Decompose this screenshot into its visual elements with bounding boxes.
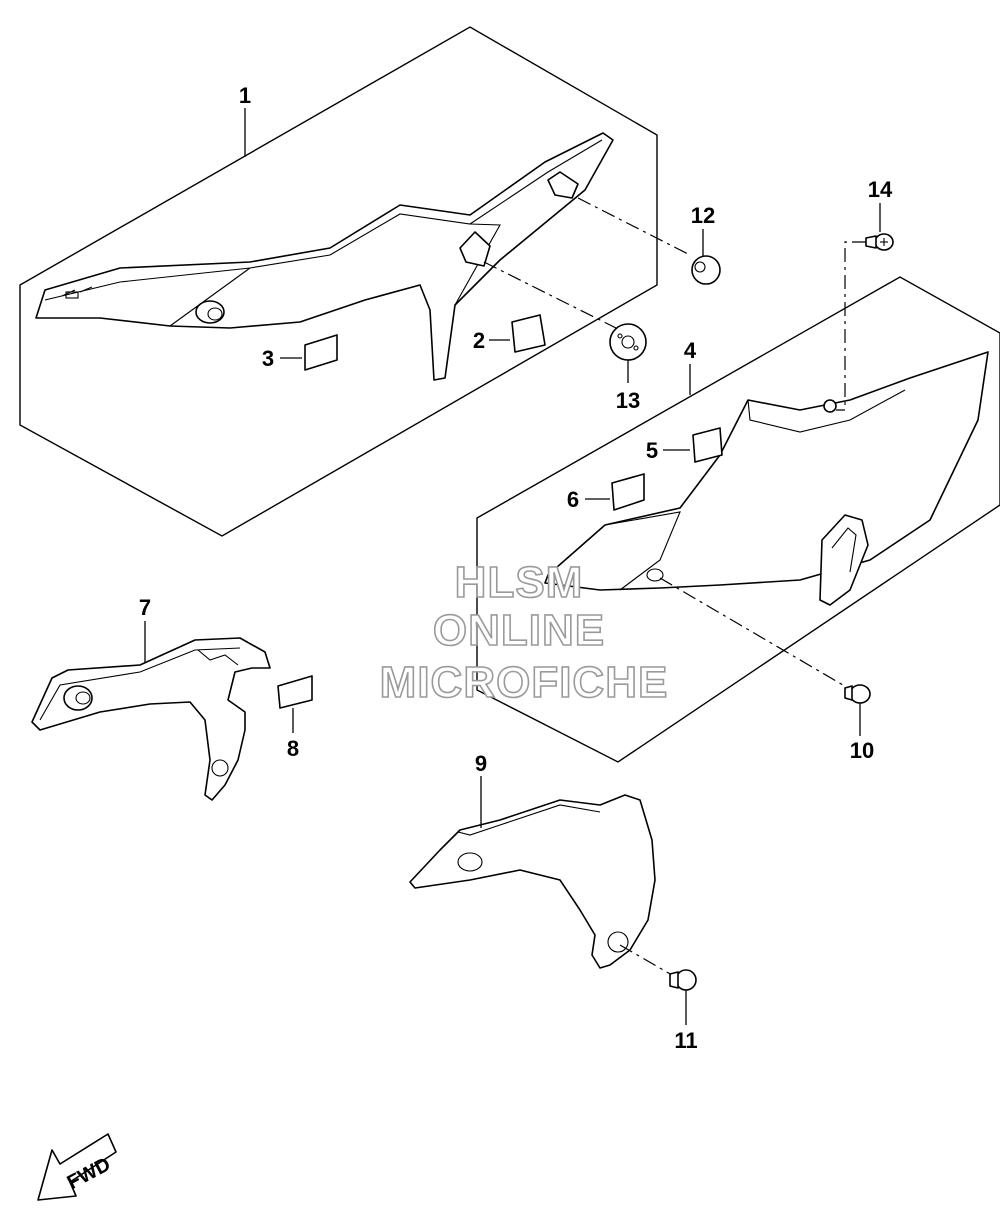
watermark-line-3: MICROFICHE — [380, 658, 669, 707]
part-11-bolt — [669, 969, 697, 991]
part-1-frame-cover — [35, 132, 614, 381]
part-13-damper — [609, 323, 647, 361]
callout-5: 5 — [646, 438, 658, 463]
callout-8: 8 — [287, 736, 299, 761]
centerline-14 — [836, 241, 866, 411]
part-14-bolt — [865, 233, 894, 251]
part-2-tape — [511, 314, 546, 353]
callout-7: 7 — [139, 595, 151, 620]
callout-12: 12 — [691, 203, 715, 228]
part-8-pad — [277, 675, 313, 709]
callout-14: 14 — [868, 177, 893, 202]
centerline-10 — [659, 577, 849, 689]
callout-11: 11 — [674, 1028, 697, 1053]
centerline-13 — [483, 261, 621, 331]
callout-4: 4 — [684, 338, 697, 363]
callout-13: 13 — [616, 388, 640, 413]
callout-2: 2 — [473, 328, 485, 353]
callout-9: 9 — [475, 751, 487, 776]
callout-10: 10 — [850, 738, 874, 763]
centerline-11 — [619, 944, 673, 976]
part-4-side-cover — [544, 351, 989, 606]
fwd-arrow-icon: FWD — [37, 1133, 117, 1201]
callout-3: 3 — [262, 346, 274, 371]
part-9-lower-cover — [409, 794, 656, 969]
assembly-box-1 — [19, 26, 658, 537]
callout-1: 1 — [239, 83, 251, 108]
part-10-bolt — [844, 684, 871, 704]
part-7-lower-cover — [31, 637, 271, 801]
part-6-pad — [611, 473, 645, 511]
watermark-line-1: HLSM — [455, 558, 584, 607]
part-3-pad — [304, 334, 338, 371]
watermark-line-2: ONLINE — [433, 606, 605, 655]
part-5-tape — [692, 427, 723, 463]
callout-6: 6 — [567, 487, 579, 512]
assembly-box-4 — [476, 276, 1000, 763]
centerline-12 — [577, 197, 691, 256]
part-12-grommet — [691, 255, 721, 285]
